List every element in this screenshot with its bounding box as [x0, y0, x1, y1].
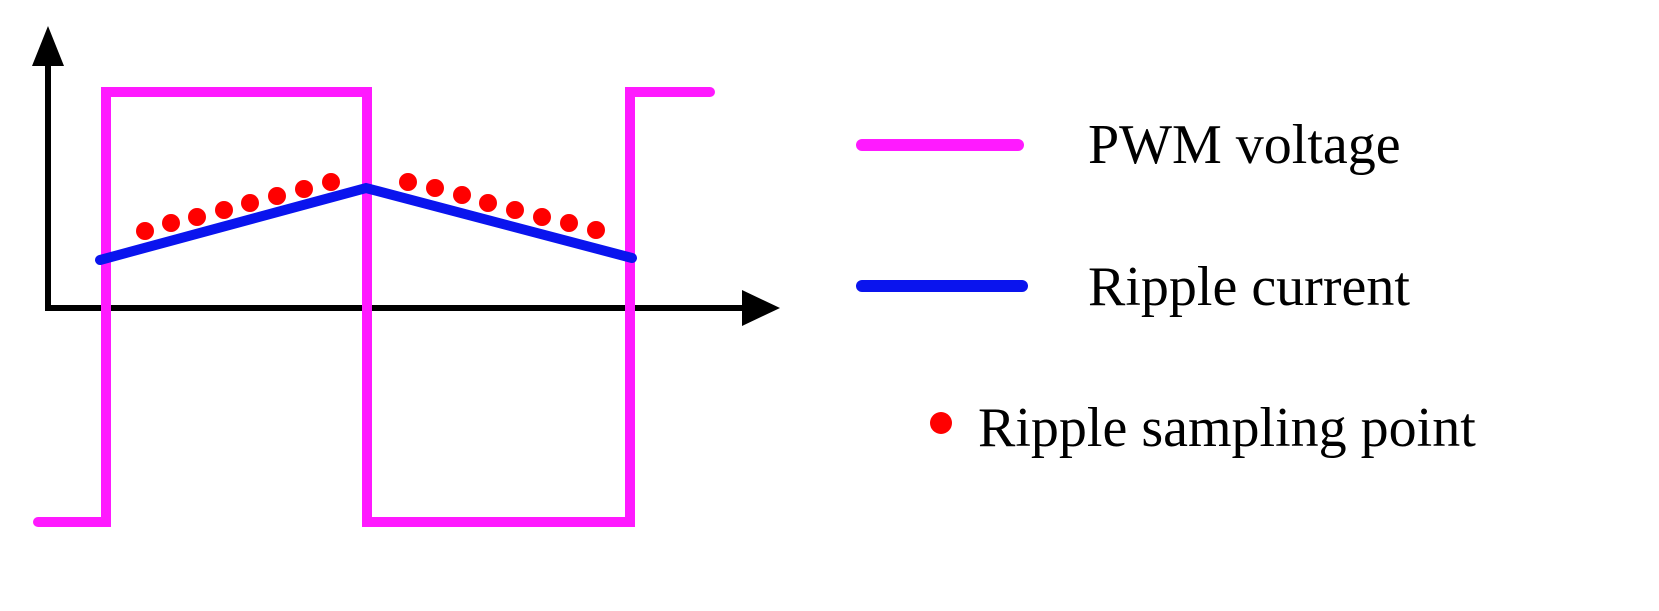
- ripple-current-waveform: [95, 182, 637, 265]
- legend-sample-label: Ripple sampling point: [978, 397, 1476, 459]
- ripple-sampling-points: [136, 173, 605, 240]
- sampling-point: [295, 180, 313, 198]
- sampling-point: [560, 214, 578, 232]
- sampling-point: [188, 208, 206, 226]
- legend-item-sample: Ripple sampling point: [930, 397, 1476, 459]
- sampling-point: [215, 201, 233, 219]
- pwm-voltage-waveform: [33, 87, 715, 527]
- legend-item-pwm: PWM voltage: [856, 114, 1401, 176]
- sampling-point: [268, 187, 286, 205]
- sampling-point: [533, 208, 551, 226]
- sampling-point: [453, 186, 471, 204]
- legend-item-ripple: Ripple current: [856, 256, 1410, 318]
- sampling-point: [479, 194, 497, 212]
- legend-ripple-label: Ripple current: [1088, 256, 1410, 318]
- sampling-point: [399, 173, 417, 191]
- y-axis-arrowhead: [32, 26, 64, 66]
- axes: [32, 26, 780, 326]
- sampling-point: [241, 194, 259, 212]
- legend-pwm-label: PWM voltage: [1088, 114, 1401, 176]
- sampling-point: [426, 179, 444, 197]
- sampling-point: [506, 201, 524, 219]
- legend-sample-swatch: [930, 412, 952, 434]
- sampling-point: [322, 173, 340, 191]
- x-axis-arrowhead: [742, 290, 780, 326]
- sampling-point: [587, 221, 605, 239]
- sampling-point: [136, 222, 154, 240]
- legend: PWM voltage Ripple current Ripple sampli…: [856, 114, 1476, 459]
- sampling-point: [162, 214, 180, 232]
